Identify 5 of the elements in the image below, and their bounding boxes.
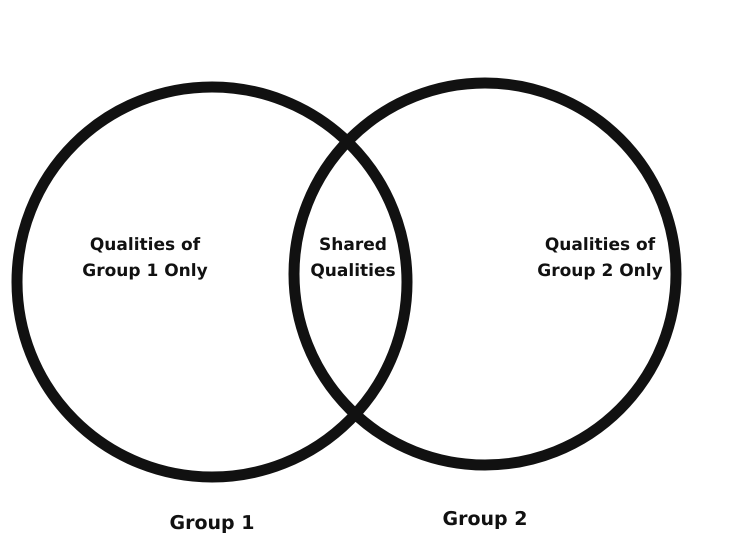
set-label: Group 1: [170, 512, 254, 534]
region-label: Shared Qualities: [309, 234, 397, 283]
region-label: Qualities of Group 2 Only: [536, 234, 664, 283]
set-label: Group 2: [442, 508, 528, 530]
region-label: Qualities of Group 1 Only: [81, 234, 209, 283]
